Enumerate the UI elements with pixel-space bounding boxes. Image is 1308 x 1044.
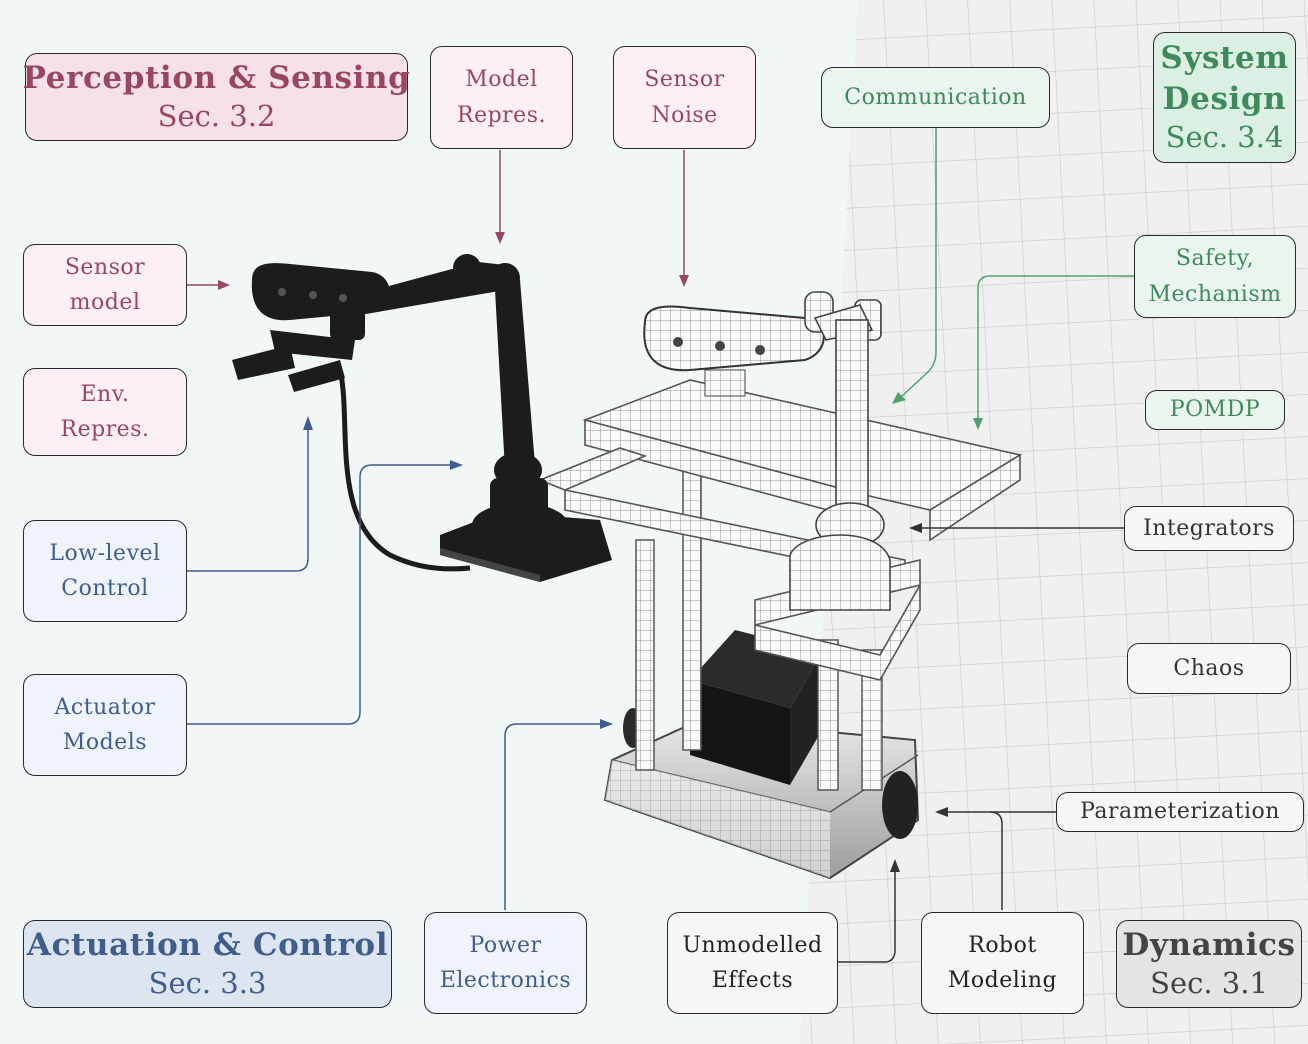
node-label-line2: Electronics (439, 968, 572, 993)
node-label-line2: Repres. (60, 417, 150, 442)
node-label-line2: Models (62, 730, 148, 755)
node-label-line1: Robot (968, 932, 1037, 958)
node-label: POMDP (1169, 397, 1261, 423)
node-label: Chaos (1173, 655, 1245, 681)
node-label-line1: Sensor (64, 254, 146, 280)
header-title: Dynamics (1122, 927, 1296, 963)
header-title: Perception & Sensing (22, 60, 411, 96)
actuation-control-header: Actuation & Control Sec. 3.3 (23, 920, 392, 1008)
node-label-line2: Modeling (947, 968, 1058, 993)
node-label-line1: Low-level (49, 540, 161, 566)
system-design-header: System Design Sec. 3.4 (1153, 32, 1296, 163)
connector-arrows (187, 128, 1134, 963)
header-title: Actuation & Control (26, 927, 389, 963)
node-label-line1: Power (469, 932, 542, 958)
node-label-line2: Control (61, 576, 149, 601)
power-electronics-node: Power Electronics (424, 912, 587, 1014)
unmodelled-effects-node: Unmodelled Effects (667, 912, 838, 1014)
dynamics-header: Dynamics Sec. 3.1 (1116, 920, 1302, 1008)
sensor-noise-node: Sensor Noise (613, 46, 756, 149)
actuator-models-node: Actuator Models (23, 674, 187, 776)
sensor-model-node: Sensor model (23, 244, 187, 326)
header-section: Sec. 3.2 (157, 99, 276, 134)
chaos-node: Chaos (1127, 643, 1291, 694)
node-label-line2: Effects (711, 968, 794, 993)
node-label-line1: Env. (80, 381, 130, 407)
node-label-line1: Unmodelled (682, 932, 823, 958)
node-label-line2: model (69, 290, 141, 315)
header-section: Sec. 3.4 (1165, 119, 1284, 154)
model-repres-node: Model Repres. (430, 46, 573, 149)
node-label-line2: Repres. (457, 102, 546, 128)
camera-mesh (643, 305, 825, 397)
safety-mechanism-node: Safety, Mechanism (1134, 235, 1296, 318)
node-label-line1: Actuator (54, 694, 156, 720)
mobile-base (603, 708, 920, 880)
integrators-node: Integrators (1124, 506, 1294, 551)
top-frame (537, 379, 1023, 681)
perception-sensing-header: Perception & Sensing Sec. 3.2 (22, 53, 411, 141)
communication-node: Communication (821, 67, 1050, 128)
node-label-line1: Model (465, 67, 538, 93)
node-label: Integrators (1143, 515, 1275, 541)
robot-modeling-node: Robot Modeling (921, 912, 1084, 1014)
node-label-line1: Safety, (1175, 246, 1255, 272)
node-label: Communication (844, 84, 1027, 110)
header-section: Sec. 3.3 (148, 966, 267, 1001)
env-repres-node: Env. Repres. (23, 368, 187, 456)
black-robot-arm (232, 254, 612, 582)
header-section: Sec. 3.1 (1150, 966, 1268, 1001)
node-label: Parameterization (1080, 799, 1280, 825)
node-label-line2: Noise (651, 102, 718, 128)
header-title-line1: System (1160, 40, 1289, 77)
node-label-line1: Sensor (644, 67, 725, 93)
mesh-arm (789, 291, 891, 611)
node-label-line2: Mechanism (1148, 281, 1282, 307)
pomdp-node: POMDP (1145, 390, 1285, 430)
parameterization-node: Parameterization (1056, 792, 1304, 832)
low-level-control-node: Low-level Control (23, 520, 187, 622)
header-title-line2: Design (1162, 80, 1287, 117)
